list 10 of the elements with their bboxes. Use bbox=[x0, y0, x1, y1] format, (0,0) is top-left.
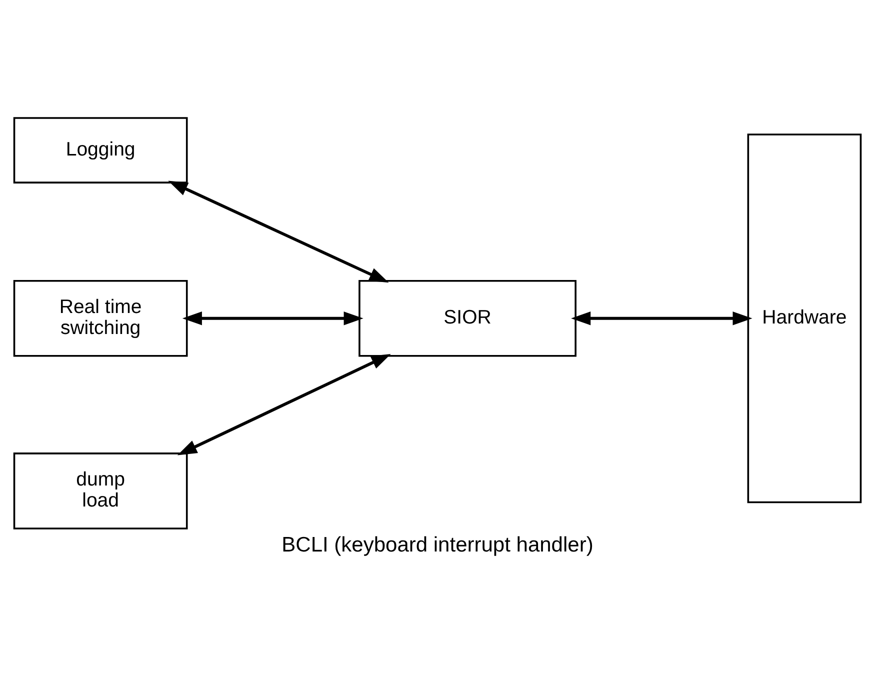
arrow bbox=[177, 354, 391, 456]
arrow bbox=[182, 312, 364, 326]
node-box: Real time switching bbox=[13, 280, 188, 357]
node-box: Logging bbox=[13, 117, 188, 184]
node-box: Hardware bbox=[747, 134, 862, 504]
node-box: dump load bbox=[13, 452, 188, 530]
caption: BCLI (keyboard interrupt handler) bbox=[282, 533, 594, 556]
arrow bbox=[571, 312, 752, 326]
node-box: SIOR bbox=[358, 280, 576, 357]
arrow bbox=[168, 180, 389, 283]
